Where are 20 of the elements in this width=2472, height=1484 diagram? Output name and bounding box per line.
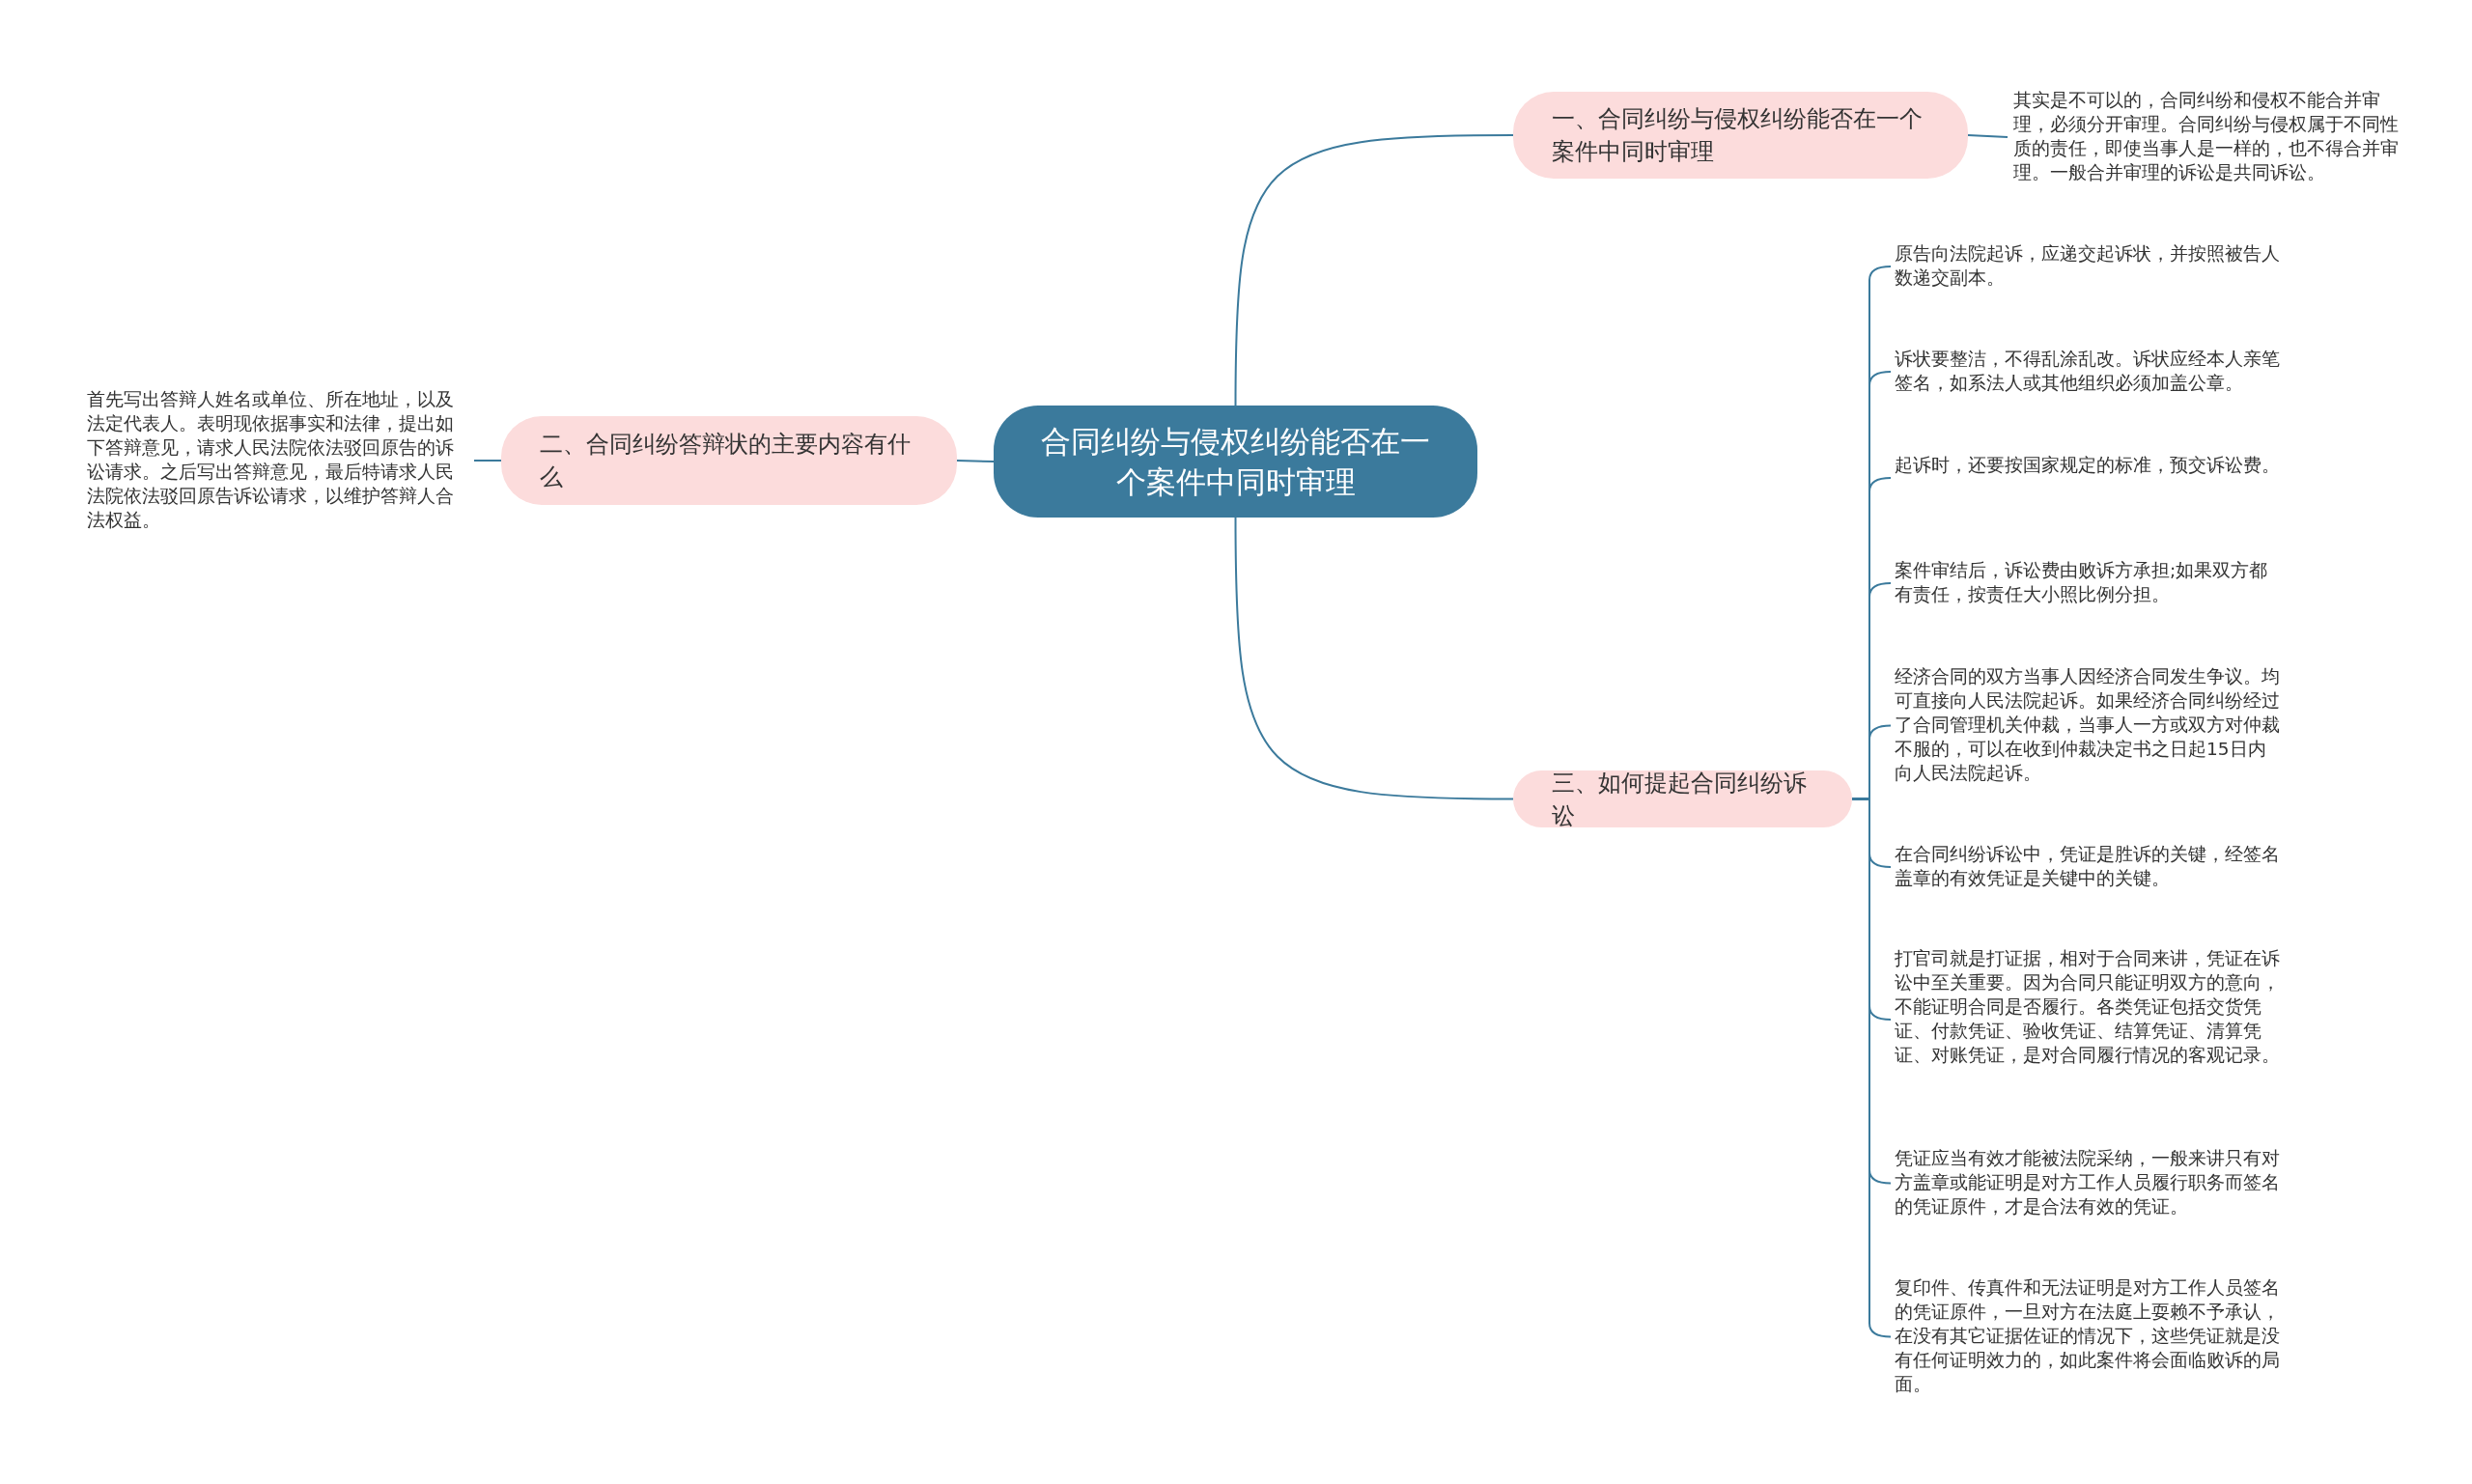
topic-box: 三、如何提起合同纠纷诉讼 [1513, 770, 1852, 827]
connector-line [956, 460, 995, 462]
note-text: 原告向法院起诉，应递交起诉状，并按照被告人数递交副本。 [1895, 241, 2281, 290]
note-text: 凭证应当有效才能被法院采纳，一般来讲只有对方盖章或能证明是对方工作人员履行职务而签名的凭证原件，才是合法有效的凭证。 [1895, 1146, 2281, 1218]
connector-line [1234, 134, 1514, 406]
topic-box: 一、合同纠纷与侵权纠纷能否在一个案件中同时审理 [1513, 92, 1968, 179]
note-text: 打官司就是打证据，相对于合同来讲，凭证在诉讼中至关重要。因为合同只能证明双方的意向，不能证明合同是否履行。各类凭证包括交货凭证、付款凭证、验收凭证、结算凭证、清算凭证、对账凭证，是对合同履行情况的客观记录。 [1895, 946, 2281, 1067]
note-text: 在合同纠纷诉讼中，凭证是胜诉的关键，经签名盖章的有效凭证是关键中的关键。 [1895, 842, 2281, 890]
connector-line [473, 460, 502, 462]
note-text: 其实是不可以的，合同纠纷和侵权不能合并审理，必须分开审理。合同纠纷与侵权属于不同性质的责任，即使当事人是一样的，也不得合并审理。一般合并审理的诉讼是共同诉讼。 [2013, 88, 2404, 184]
note-text: 诉状要整洁，不得乱涂乱改。诉状应经本人亲笔签名，如系法人或其他组织必须加盖公章。 [1895, 347, 2281, 395]
note-text: 起诉时，还要按国家规定的标准，预交诉讼费。 [1895, 453, 2281, 477]
connector-line [1967, 134, 2008, 138]
central-topic: 合同纠纷与侵权纠纷能否在一个案件中同时审理 [994, 406, 1477, 518]
note-text: 复印件、传真件和无法证明是对方工作人员签名的凭证原件，一旦对方在法庭上耍赖不予承认，在没有其它证据佐证的情况下，这些凭证就是没有任何证明效力的，如此案件将会面临败诉的局面。 [1895, 1275, 2281, 1396]
note-text: 经济合同的双方当事人因经济合同发生争议。均可直接向人民法院起诉。如果经济合同纠纷经过了合同管理机关仲裁，当事人一方或双方对仲裁不服的，可以在收到仲裁决定书之日起15日内向人民法院起诉。 [1895, 664, 2281, 785]
connector-line [1234, 517, 1514, 800]
topic-box: 二、合同纠纷答辩状的主要内容有什么 [501, 416, 957, 505]
note-text: 首先写出答辩人姓名或单位、所在地址，以及法定代表人。表明现依据事实和法律，提出如下答辩意见，请求人民法院依法驳回原告的诉讼请求。之后写出答辩意见，最后特请求人民法院依法驳回原告诉讼请求，以维护答辩人合法权益。 [87, 387, 468, 532]
note-text: 案件审结后，诉讼费由败诉方承担;如果双方都有责任，按责任大小照比例分担。 [1895, 558, 2281, 606]
